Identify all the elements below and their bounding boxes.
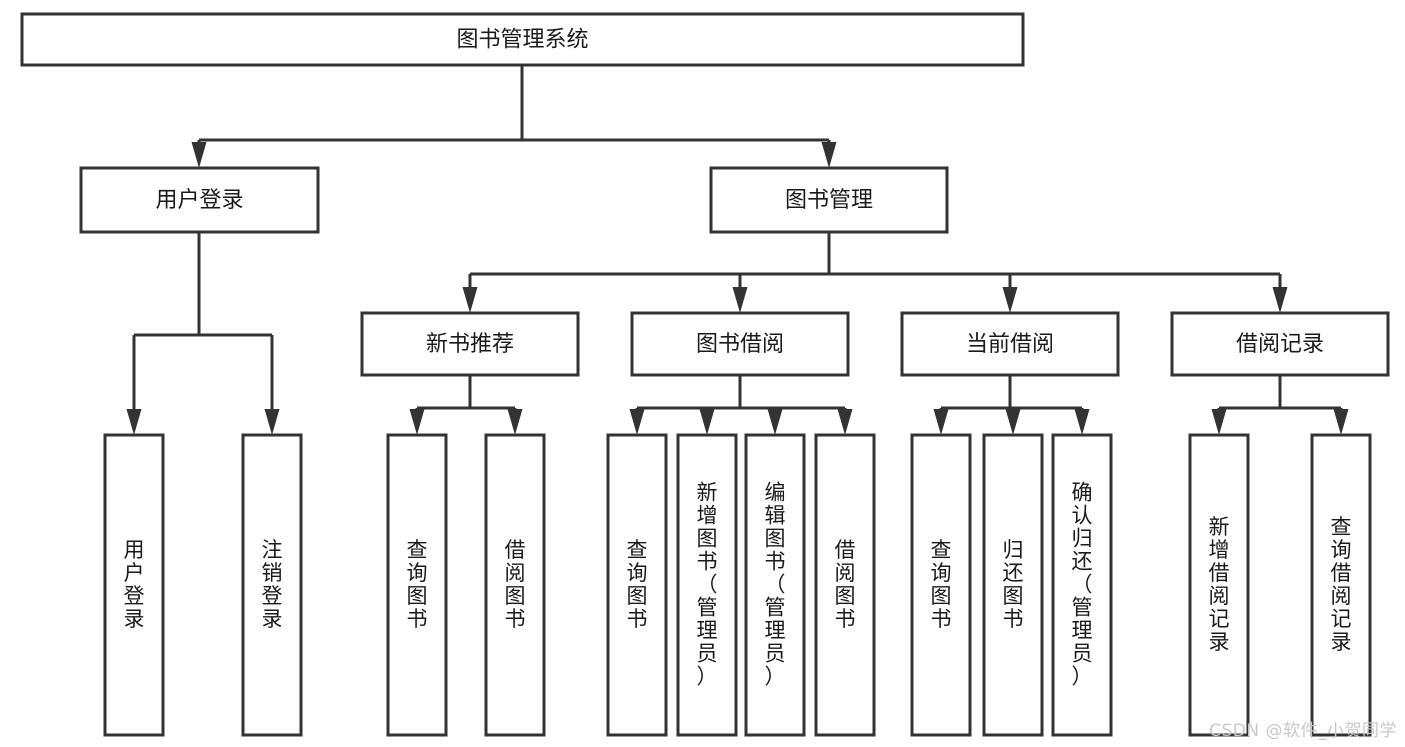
node-leaf-2-label: 查询图书	[407, 538, 428, 631]
node-root[interactable]: 图书管理系统	[20, 12, 1025, 67]
node-level2-1-label: 图书管理	[785, 188, 873, 213]
node-level3-2-label: 当前借阅	[966, 332, 1054, 357]
node-leaf-6[interactable]: 编辑图书（管理员）	[744, 433, 806, 737]
node-leaf-4[interactable]: 查询图书	[606, 433, 668, 737]
connector-layer	[126, 65, 1349, 435]
node-layer: 图书管理系统用户登录图书管理新书推荐图书借阅当前借阅借阅记录用户登录注销登录查询…	[20, 12, 1390, 737]
node-level3-3-label: 借阅记录	[1236, 332, 1324, 357]
node-leaf-10[interactable]: 确认归还（管理员）	[1051, 433, 1113, 737]
node-level3-1[interactable]: 图书借阅	[630, 311, 850, 377]
node-leaf-11[interactable]: 新增借阅记录	[1188, 433, 1250, 737]
node-leaf-9[interactable]: 归还图书	[982, 433, 1044, 737]
node-leaf-1[interactable]: 注销登录	[241, 433, 303, 737]
connector-borrow-to-leaves	[629, 375, 853, 435]
node-leaf-7[interactable]: 借阅图书	[814, 433, 876, 737]
node-leaf-7-label: 借阅图书	[835, 538, 856, 631]
node-leaf-4-label: 查询图书	[627, 538, 648, 631]
node-leaf-3[interactable]: 借阅图书	[484, 433, 546, 737]
connector-root-to-level2	[191, 65, 837, 168]
node-root-label: 图书管理系统	[456, 28, 588, 53]
node-leaf-8[interactable]: 查询图书	[910, 433, 972, 737]
node-leaf-2[interactable]: 查询图书	[386, 433, 448, 737]
node-level3-0-label: 新书推荐	[426, 332, 514, 357]
node-leaf-5-label: 新增图书（管理员）	[697, 480, 718, 688]
node-level3-1-label: 图书借阅	[696, 332, 784, 357]
node-level3-3[interactable]: 借阅记录	[1170, 311, 1390, 377]
node-leaf-11-label: 新增借阅记录	[1209, 515, 1230, 654]
connector-newbook-to-leaves	[409, 375, 523, 435]
node-leaf-5[interactable]: 新增图书（管理员）	[676, 433, 738, 737]
connector-records-to-leaves	[1211, 375, 1349, 435]
node-level2-1[interactable]: 图书管理	[709, 166, 949, 234]
node-leaf-8-label: 查询图书	[931, 538, 952, 631]
connector-current-to-leaves	[933, 375, 1090, 435]
csdn-watermark: CSDN @软件_小贺同学	[1209, 721, 1397, 741]
node-level3-0[interactable]: 新书推荐	[360, 311, 580, 377]
node-leaf-0-label: 用户登录	[124, 538, 145, 631]
node-leaf-1-label: 注销登录	[262, 538, 283, 631]
node-leaf-6-label: 编辑图书（管理员）	[765, 480, 786, 688]
node-leaf-9-label: 归还图书	[1003, 538, 1024, 631]
node-leaf-0[interactable]: 用户登录	[103, 433, 165, 737]
node-leaf-12[interactable]: 查询借阅记录	[1310, 433, 1372, 737]
connector-userlogin-to-leaves	[126, 232, 280, 435]
node-leaf-12-label: 查询借阅记录	[1331, 515, 1352, 654]
connector-bookmgmt-to-level3	[462, 232, 1288, 313]
node-level2-0[interactable]: 用户登录	[79, 166, 320, 234]
node-level2-0-label: 用户登录	[155, 188, 243, 213]
node-leaf-10-label: 确认归还（管理员）	[1072, 480, 1093, 688]
node-leaf-3-label: 借阅图书	[505, 538, 526, 631]
node-level3-2[interactable]: 当前借阅	[900, 311, 1120, 377]
